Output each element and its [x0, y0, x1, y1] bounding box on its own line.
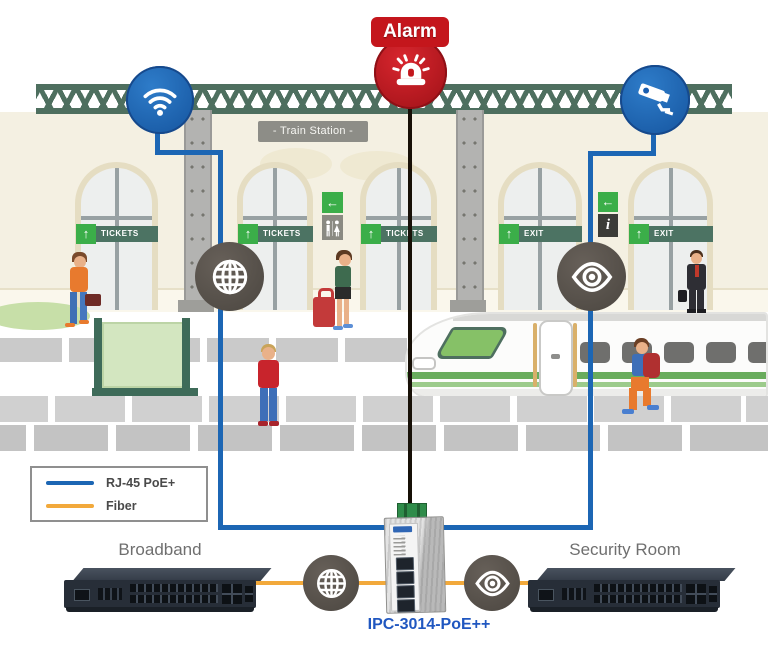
train-body: [405, 312, 768, 398]
person-man-red-shirt: [250, 344, 290, 430]
rj45-cable-segment: [218, 525, 402, 530]
up-arrow-icon: ↑: [361, 224, 381, 244]
rj45-cable-segment: [588, 151, 593, 530]
left-arrow-icon: ←: [322, 192, 343, 213]
truss-lattice: [36, 89, 732, 109]
up-arrow-icon: ↑: [76, 224, 96, 244]
info-icon: i: [598, 214, 618, 237]
train: [405, 312, 768, 398]
train-windshield: [433, 327, 511, 359]
legend-item-rj45: RJ-45 PoE+: [46, 476, 206, 490]
restroom-icon: [322, 215, 343, 240]
tickets-sign-label: TICKETS: [101, 229, 139, 238]
terminal-block: [397, 503, 427, 519]
legend-label: Fiber: [106, 498, 137, 513]
exit-sign: [502, 226, 582, 242]
alarm-badge: Alarm: [371, 17, 449, 47]
rj45-line-swatch: [46, 480, 94, 485]
exit-sign-label: EXIT: [654, 229, 674, 238]
led-indicators: [393, 535, 406, 556]
notice-board-post: [182, 318, 190, 396]
arch-window-tickets-1: ↑ TICKETS: [75, 162, 158, 310]
security-room-switch: [528, 568, 736, 612]
notice-board-rail: [92, 388, 198, 396]
platform-edge-far: [0, 338, 412, 362]
power-inlet: [74, 589, 90, 601]
globe-icon: [212, 259, 247, 294]
tickets-sign-label: TICKETS: [263, 229, 301, 238]
ipc-front-panel: [388, 522, 421, 613]
tickets-sign: [241, 226, 313, 242]
platform-paving-row: [0, 396, 768, 422]
rj45-cable-segment: [588, 151, 656, 156]
rj45-port: [395, 557, 415, 571]
legend-label: RJ-45 PoE+: [106, 475, 176, 490]
fiber-line-swatch: [46, 503, 94, 508]
up-arrow-icon: ↑: [238, 224, 258, 244]
ipc-logo: [392, 526, 413, 533]
surveillance-node: [557, 242, 626, 311]
notice-board: [102, 322, 186, 388]
station-column: [456, 110, 484, 302]
internet-node-small: [303, 555, 359, 611]
arch-window-exit-1: ↑ EXIT: [498, 162, 582, 310]
rj45-port: [396, 585, 415, 599]
arch-window-exit-2: ↑ EXIT: [628, 162, 713, 310]
eye-icon: [571, 261, 612, 292]
broadband-switch: [64, 568, 272, 612]
ipc-3014-switch: [383, 503, 447, 615]
exit-sign: [632, 226, 713, 242]
broadband-label: Broadband: [118, 540, 202, 559]
surveillance-node-small: [464, 555, 520, 611]
station-sign: - Train Station -: [258, 121, 368, 142]
person-backpacker: [618, 336, 666, 428]
legend: RJ-45 PoE+ Fiber: [30, 466, 208, 522]
notice-board-post: [94, 318, 102, 396]
legend-item-fiber: Fiber: [46, 499, 206, 513]
wifi-node: [126, 66, 194, 134]
tickets-sign-label: TICKETS: [386, 229, 424, 238]
platform-paving-row: [0, 425, 768, 451]
column-base: [450, 300, 486, 312]
globe-icon: [316, 568, 346, 598]
up-arrow-icon: ↑: [629, 224, 649, 244]
alarm-siren-icon: [391, 53, 430, 85]
cctv-camera-icon: [638, 83, 674, 116]
rj45-cable-segment: [218, 150, 223, 530]
person-businessman: [678, 250, 718, 314]
train-door: [539, 320, 573, 396]
column-base: [178, 300, 214, 312]
left-arrow-icon: ←: [598, 192, 618, 212]
alarm-cable-segment: [408, 104, 412, 516]
wifi-icon: [143, 88, 177, 116]
tickets-sign: [364, 226, 437, 242]
rj45-cable-segment: [443, 525, 591, 530]
internet-node: [195, 242, 264, 311]
rj45-port: [396, 599, 416, 613]
tickets-sign: [79, 226, 158, 242]
arch-window-tickets-3: ↑ TICKETS: [360, 162, 437, 310]
up-arrow-icon: ↑: [499, 224, 519, 244]
power-inlet: [538, 589, 554, 601]
rj45-port: [396, 571, 415, 585]
ipc-model-label: IPC-3014-PoE++: [367, 616, 491, 633]
eye-icon: [474, 570, 510, 596]
person-woman-with-bag: [58, 252, 108, 336]
ipc-body: [383, 516, 447, 614]
train-headlight: [412, 357, 436, 370]
alarm-node: [374, 36, 447, 109]
exit-sign-label: EXIT: [524, 229, 544, 238]
cctv-node: [620, 65, 690, 135]
person-woman-with-suitcase: [312, 250, 374, 336]
truss-bottom-chord: [36, 108, 732, 114]
security-room-label: Security Room: [569, 540, 681, 559]
rj45-cable-segment: [155, 150, 223, 155]
